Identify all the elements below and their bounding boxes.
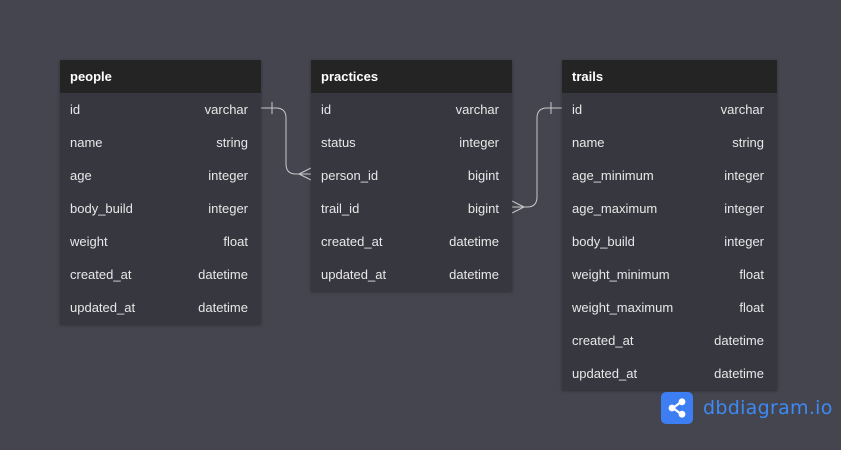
table-header-practices[interactable]: practices	[311, 60, 512, 93]
field-row-people-weight[interactable]: weight float	[60, 225, 261, 258]
field-type: bigint	[467, 168, 499, 183]
field-row-practices-id[interactable]: id varchar	[311, 93, 512, 126]
field-row-practices-status[interactable]: status integer	[311, 126, 512, 159]
field-row-people-age[interactable]: age integer	[60, 159, 261, 192]
field-row-people-body-build[interactable]: body_build integer	[60, 192, 261, 225]
field-type: string	[732, 135, 764, 150]
field-name: age_maximum	[572, 201, 658, 216]
field-type: integer	[459, 135, 499, 150]
field-name: weight_minimum	[572, 267, 670, 282]
field-name: age_minimum	[572, 168, 654, 183]
field-row-people-name[interactable]: name string	[60, 126, 261, 159]
field-type: integer	[724, 168, 764, 183]
field-row-trails-updated-at[interactable]: updated_at datetime	[562, 357, 777, 390]
brand-name: dbdiagram.io	[703, 397, 833, 419]
field-type: integer	[724, 234, 764, 249]
field-row-people-updated-at[interactable]: updated_at datetime	[60, 291, 261, 324]
field-type: float	[739, 267, 764, 282]
field-type: datetime	[198, 300, 248, 315]
field-name: created_at	[321, 234, 383, 249]
table-header-trails[interactable]: trails	[562, 60, 777, 93]
field-row-trails-age-minimum[interactable]: age_minimum integer	[562, 159, 777, 192]
field-row-trails-body-build[interactable]: body_build integer	[562, 225, 777, 258]
field-type: float	[739, 300, 764, 315]
field-name: id	[321, 102, 332, 117]
field-type: string	[216, 135, 248, 150]
field-type: bigint	[467, 201, 499, 216]
field-row-trails-weight-maximum[interactable]: weight_maximum float	[562, 291, 777, 324]
field-name: weight_maximum	[572, 300, 674, 315]
field-name: updated_at	[572, 366, 638, 381]
brand-watermark[interactable]: dbdiagram.io	[661, 392, 833, 424]
share-nodes-icon	[661, 392, 693, 424]
field-row-practices-trail-id[interactable]: trail_id bigint	[311, 192, 512, 225]
field-name: updated_at	[70, 300, 136, 315]
field-type: integer	[208, 201, 248, 216]
field-name: created_at	[572, 333, 634, 348]
field-name: name	[70, 135, 103, 150]
field-row-trails-weight-minimum[interactable]: weight_minimum float	[562, 258, 777, 291]
field-name: body_build	[572, 234, 635, 249]
field-name: created_at	[70, 267, 132, 282]
field-type: varchar	[455, 102, 499, 117]
field-type: datetime	[714, 366, 764, 381]
field-type: integer	[724, 201, 764, 216]
field-row-people-created-at[interactable]: created_at datetime	[60, 258, 261, 291]
field-name: weight	[70, 234, 108, 249]
field-type: float	[223, 234, 248, 249]
field-type: varchar	[204, 102, 248, 117]
field-name: updated_at	[321, 267, 387, 282]
connector-trails-practices	[512, 107, 562, 208]
table-header-people[interactable]: people	[60, 60, 261, 93]
many-marker-person-id	[298, 167, 312, 181]
field-row-trails-id[interactable]: id varchar	[562, 93, 777, 126]
field-type: varchar	[720, 102, 764, 117]
field-name: id	[70, 102, 81, 117]
field-type: datetime	[198, 267, 248, 282]
field-name: trail_id	[321, 201, 360, 216]
table-practices[interactable]: practices id varchar status integer person_i…	[311, 60, 512, 291]
field-type: datetime	[449, 267, 499, 282]
field-row-people-id[interactable]: id varchar	[60, 93, 261, 126]
field-row-practices-updated-at[interactable]: updated_at datetime	[311, 258, 512, 291]
field-name: person_id	[321, 168, 379, 183]
field-type: datetime	[449, 234, 499, 249]
field-name: body_build	[70, 201, 133, 216]
field-type: integer	[208, 168, 248, 183]
field-type: datetime	[714, 333, 764, 348]
field-row-practices-created-at[interactable]: created_at datetime	[311, 225, 512, 258]
field-row-trails-age-maximum[interactable]: age_maximum integer	[562, 192, 777, 225]
field-name: name	[572, 135, 605, 150]
connector-people-practices	[261, 107, 311, 175]
field-row-practices-person-id[interactable]: person_id bigint	[311, 159, 512, 192]
many-marker-trail-id	[511, 200, 525, 214]
field-name: age	[70, 168, 92, 183]
field-name: status	[321, 135, 356, 150]
field-row-trails-created-at[interactable]: created_at datetime	[562, 324, 777, 357]
field-row-trails-name[interactable]: name string	[562, 126, 777, 159]
field-name: id	[572, 102, 583, 117]
